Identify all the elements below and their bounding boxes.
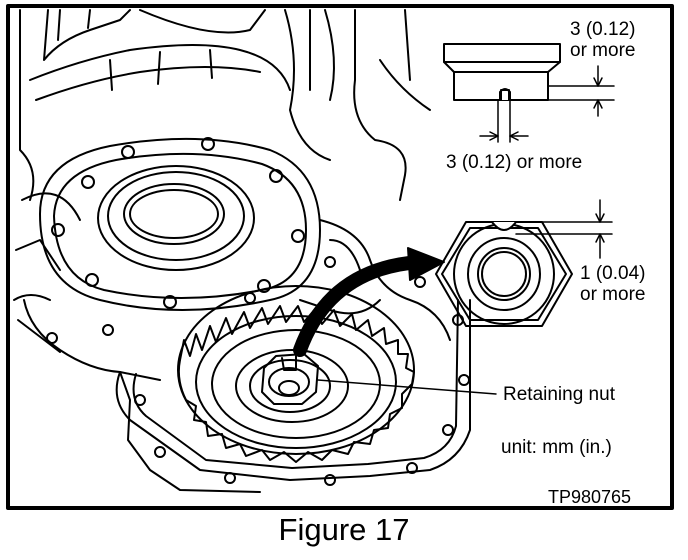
- figure-frame: [6, 4, 674, 510]
- figure-caption: Figure 17: [278, 512, 410, 547]
- hex-dim-label-line2: or more: [580, 284, 646, 305]
- top-dim-label-line1: 3 (0.12): [570, 19, 636, 40]
- nut-end-view: [435, 199, 613, 327]
- retaining-nut-on-shaft: [261, 353, 319, 405]
- retaining-nut-leader: [317, 379, 497, 395]
- hex-dim-label-line1: 1 (0.04): [580, 263, 646, 284]
- transfer-housing: [13, 9, 471, 493]
- slot-width-dim-label: 3 (0.12) or more: [446, 152, 583, 173]
- gear-teeth: [179, 305, 415, 373]
- unit-label: unit: mm (in.): [501, 437, 612, 458]
- top-dim-label-line2: or more: [570, 40, 636, 61]
- figure-code: TP980765: [548, 487, 632, 507]
- detail-arrowhead: [407, 247, 445, 281]
- retaining-nut-label: Retaining nut: [503, 384, 615, 405]
- nut-side-view: [443, 43, 615, 143]
- ring-gear: [177, 285, 415, 463]
- detail-arrow: [293, 255, 427, 357]
